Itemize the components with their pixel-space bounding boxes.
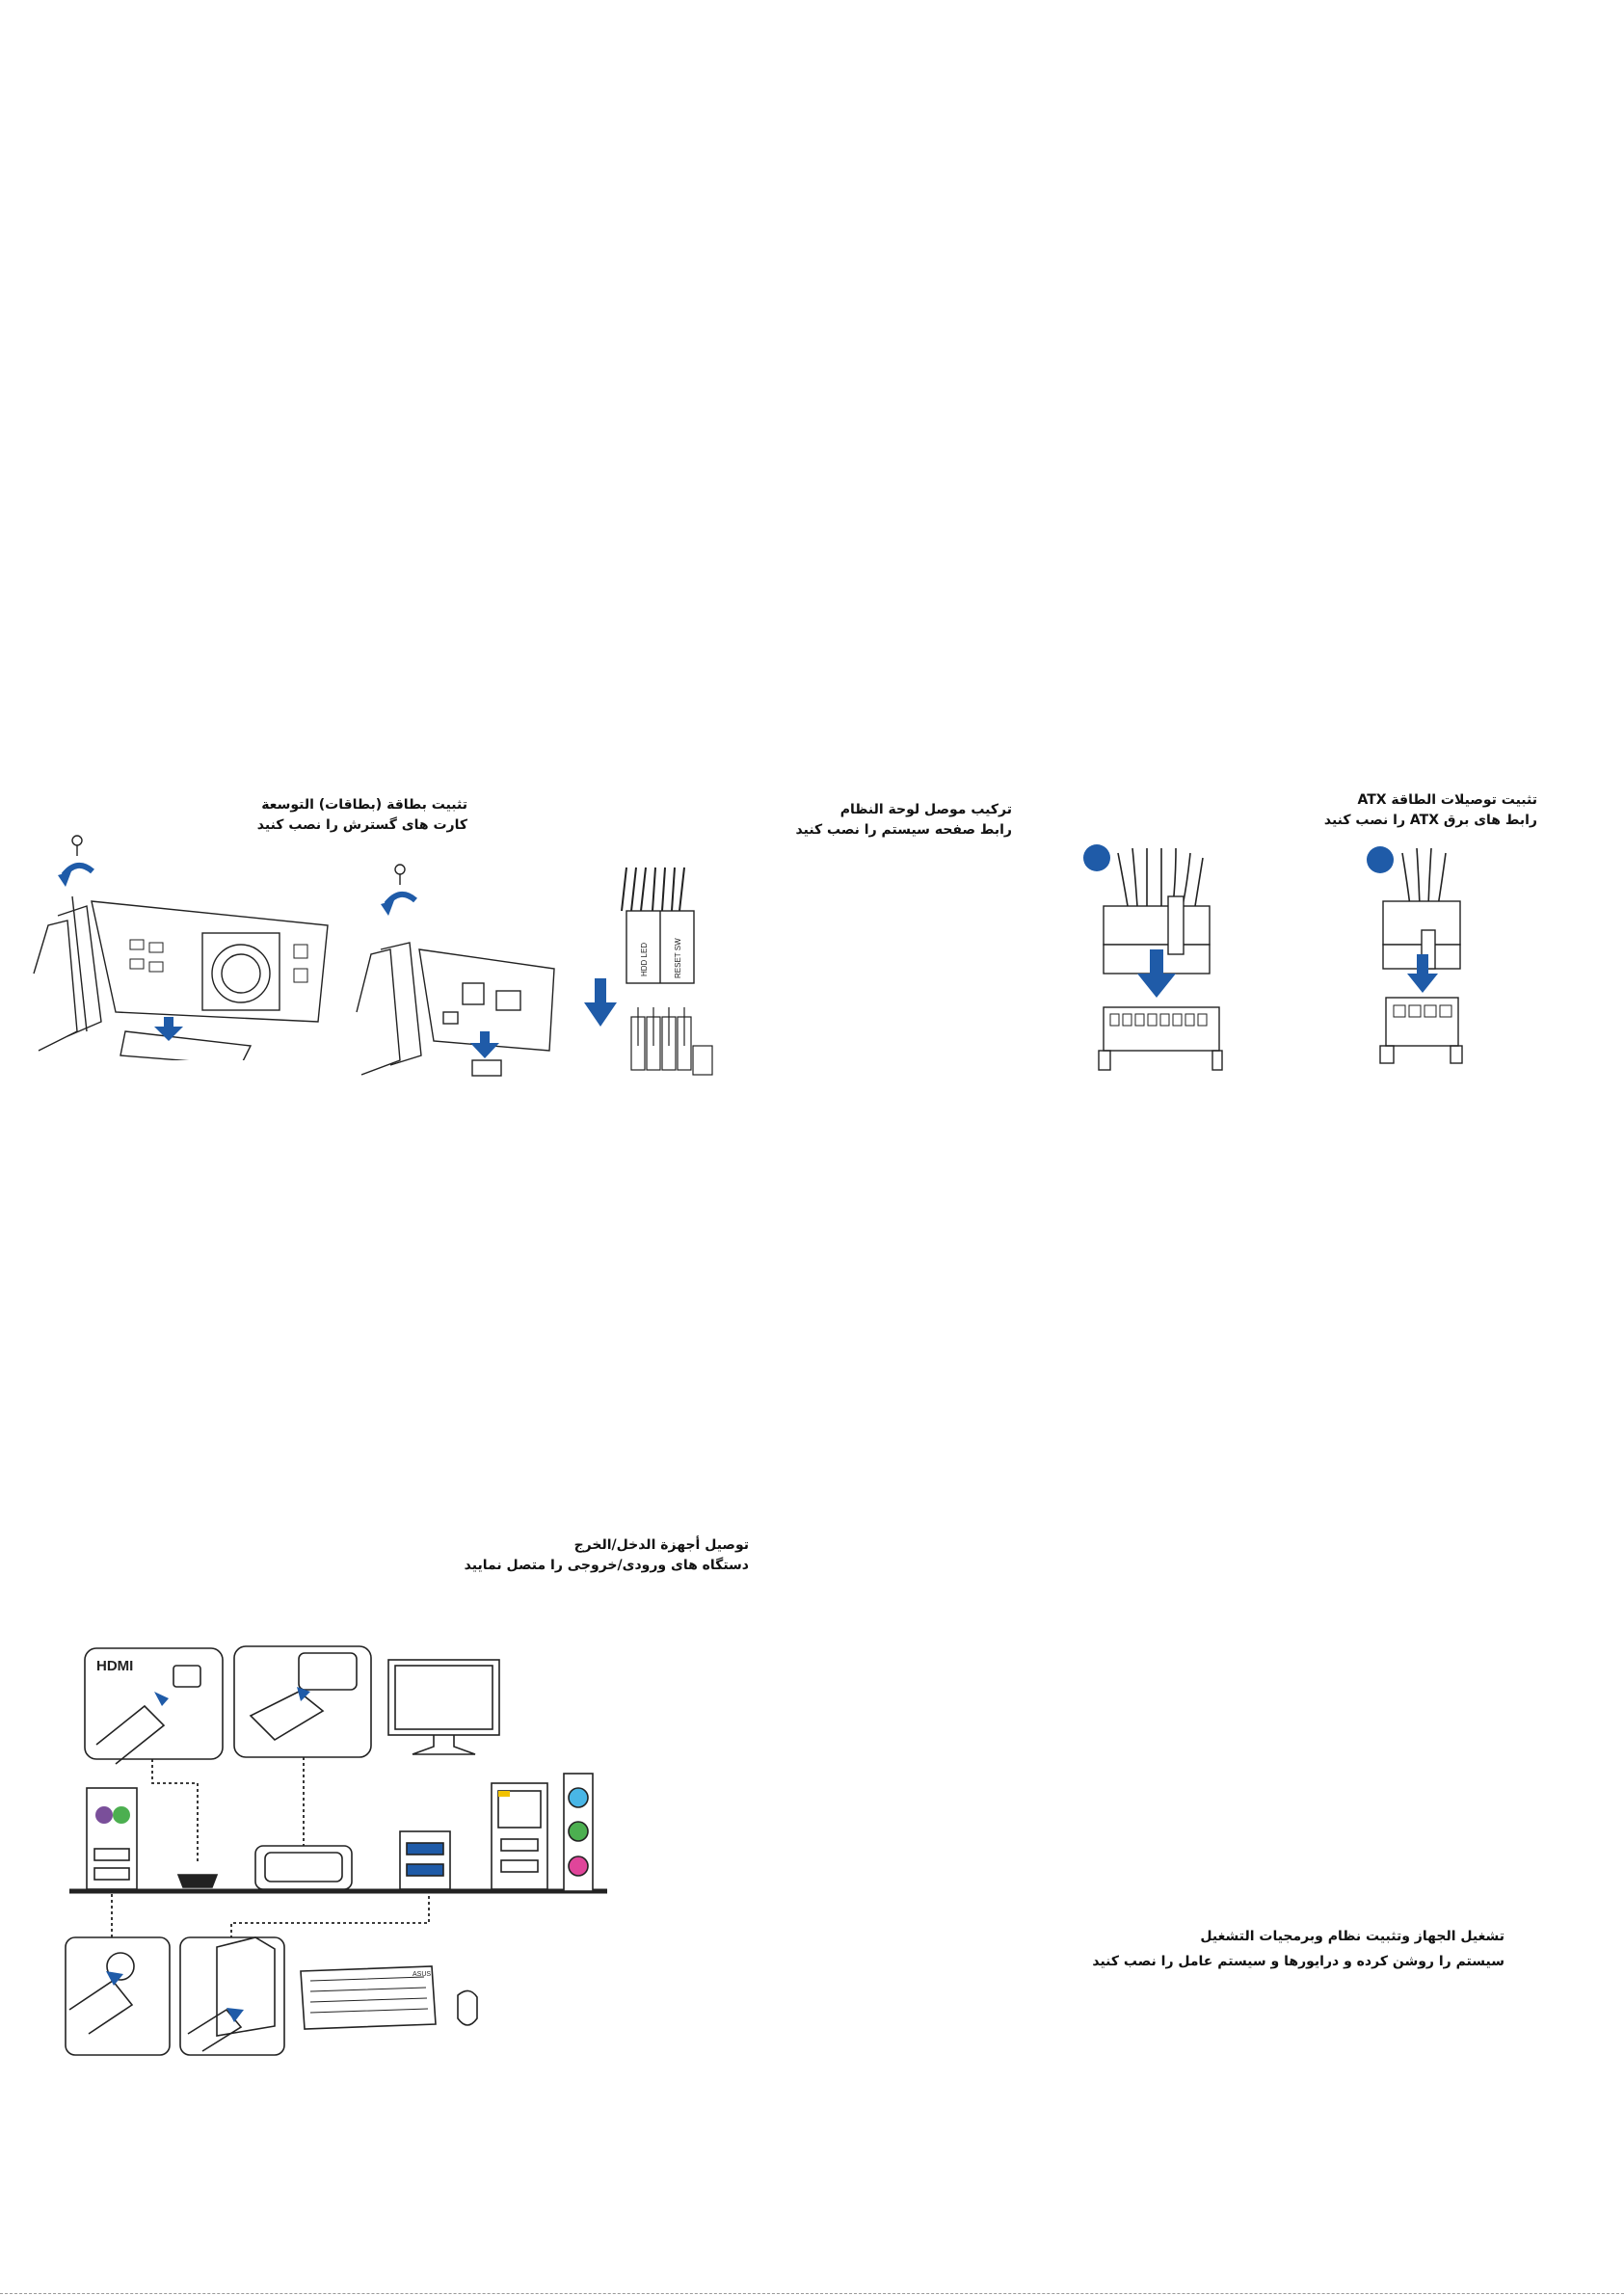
expansion-title: تثبيت بطاقة (بطاقات) التوسعة — [261, 797, 467, 813]
hdmi-logo-icon: HDMI — [96, 1658, 133, 1674]
power-on-subtitle: سیستم را روشن کرده و درایورها و سیستم عا… — [1092, 1954, 1504, 1969]
down-arrow-icon — [1407, 954, 1438, 993]
step-marker — [1367, 846, 1394, 873]
brand-label: ASUS — [413, 1971, 431, 1978]
rotate-arrow-icon — [61, 863, 94, 877]
screw-icon — [71, 835, 83, 856]
atx-8pin-figure — [1369, 848, 1475, 1070]
panel-title: تركيب موصل لوحة النظام — [839, 802, 1012, 817]
atx-heading: تثبيت توصيلات الطاقة ATX رابط های برق AT… — [1324, 790, 1537, 831]
mouse-icon — [457, 1989, 478, 2026]
down-arrow-icon — [1137, 949, 1176, 998]
step-marker — [1083, 844, 1110, 871]
down-arrow-icon — [584, 978, 617, 1027]
io-heading: توصيل أجهزة الدخل/الخرج دستگاه های ورودی… — [465, 1535, 749, 1576]
power-on-heading: تشغيل الجهاز وتثبيت نظام وبرمجيات التشغي… — [1092, 1924, 1504, 1974]
down-arrow-icon — [154, 1017, 183, 1041]
reset-sw-label: RESET SW — [674, 938, 682, 978]
screw-icon — [394, 864, 406, 885]
io-connections-figure: HDMI — [58, 1639, 636, 2063]
expansion-heading: تثبيت بطاقة (بطاقات) التوسعة کارت های گس… — [257, 795, 467, 836]
keyboard-icon: ASUS — [300, 1965, 437, 2030]
io-title: توصيل أجهزة الدخل/الخرج — [573, 1537, 749, 1553]
expansion-card-small-figure — [352, 858, 564, 1080]
atx-subtitle: رابط های برق ATX را نصب کنید — [1323, 813, 1537, 828]
panel-heading: تركيب موصل لوحة النظام رابط صفحه سیستم ر… — [796, 800, 1012, 841]
expansion-card-large-figure — [29, 829, 347, 1060]
io-subtitle: دستگاه های ورودی/خروجی را متصل نمایید — [464, 1558, 749, 1573]
panel-subtitle: رابط صفحه سیستم را نصب کنید — [795, 822, 1012, 838]
page-cut-line — [0, 2293, 1624, 2294]
rotate-arrow-icon — [384, 892, 417, 906]
atx-title: تثبيت توصيلات الطاقة ATX — [1357, 792, 1537, 808]
power-on-title: تشغيل الجهاز وتثبيت نظام وبرمجيات التشغي… — [1200, 1929, 1504, 1944]
atx-24pin-figure — [1079, 848, 1234, 1080]
hdd-led-label: HDD LED — [640, 943, 649, 976]
monitor-icon — [387, 1659, 500, 1755]
panel-connector-figure: HDD LED RESET SW — [583, 863, 728, 1094]
down-arrow-icon — [470, 1031, 499, 1058]
expansion-subtitle: کارت های گسترش را نصب کنید — [256, 817, 467, 833]
